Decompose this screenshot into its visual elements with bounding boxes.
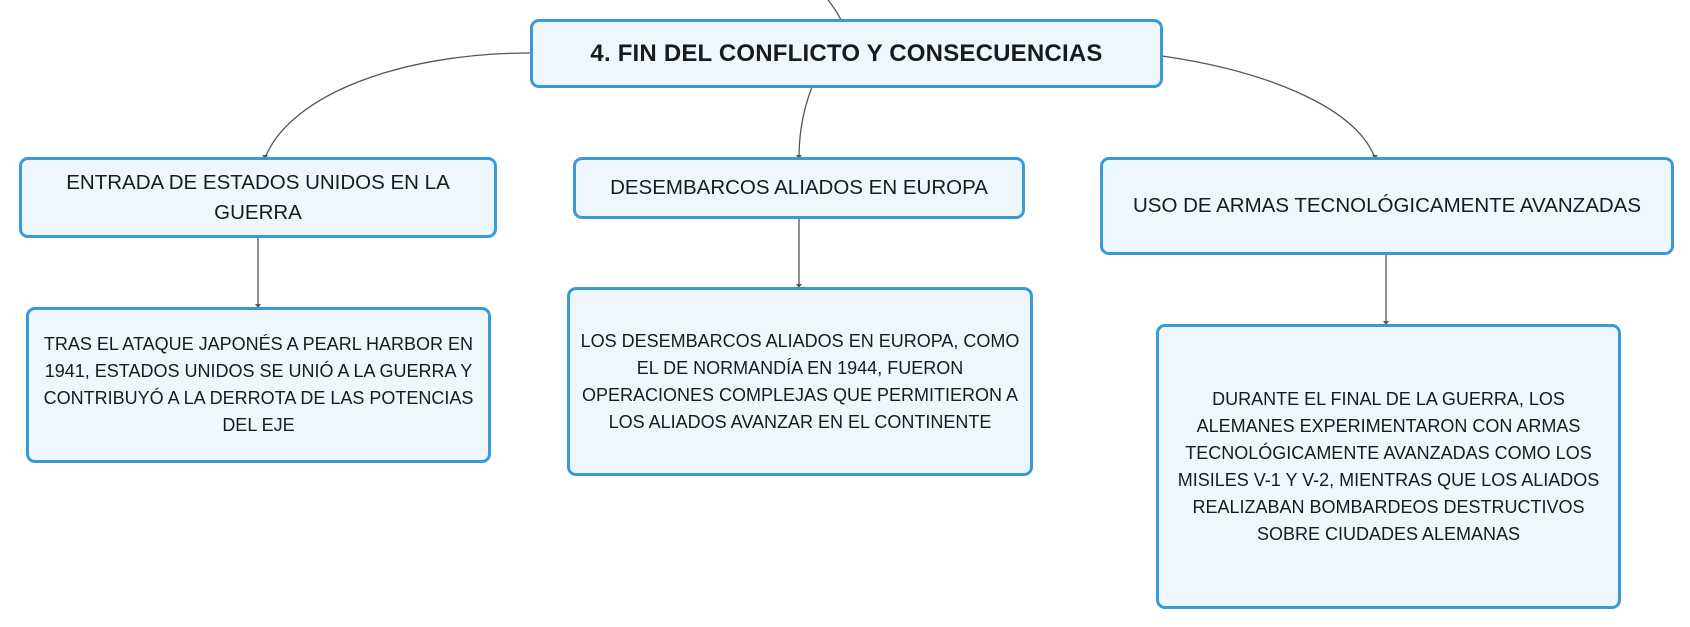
detail-text-3: DURANTE EL FINAL DE LA GUERRA, LOS ALEMA… [1177,388,1600,544]
connector-root-to-branch-2 [798,86,813,159]
branch-node-1[interactable]: ENTRADA DE ESTADOS UNIDOS EN LA GUERRA [19,157,497,238]
branch-label-1: ENTRADA DE ESTADOS UNIDOS EN LA GUERRA [66,170,450,224]
branch-node-3[interactable]: USO DE ARMAS TECNOLÓGICAMENTE AVANZADAS [1100,157,1674,255]
root-label: 4. FIN DEL CONFLICTO Y CONSECUENCIAS [590,39,1103,67]
root-node[interactable]: 4. FIN DEL CONFLICTO Y CONSECUENCIAS [530,19,1163,88]
detail-node-2[interactable]: LOS DESEMBARCOS ALIADOS EN EUROPA, COMO … [567,287,1033,476]
connector-arrowhead-4 [255,304,261,308]
connector-arrowhead-6 [1383,321,1389,325]
branch-label-2: DESEMBARCOS ALIADOS EN EUROPA [610,176,988,199]
detail-text-2: LOS DESEMBARCOS ALIADOS EN EUROPA, COMO … [580,330,1020,432]
detail-text-1: TRAS EL ATAQUE JAPONÉS A PEARL HARBOR EN… [43,334,474,435]
detail-node-1[interactable]: TRAS EL ATAQUE JAPONÉS A PEARL HARBOR EN… [26,307,491,463]
connector-root-to-branch-3 [1161,55,1376,159]
branch-node-2[interactable]: DESEMBARCOS ALIADOS EN EUROPA [573,157,1025,219]
connector-root-to-branch-1 [264,52,531,159]
connector-arrowhead-5 [796,284,802,288]
branch-label-3: USO DE ARMAS TECNOLÓGICAMENTE AVANZADAS [1132,194,1642,217]
detail-node-3[interactable]: DURANTE EL FINAL DE LA GUERRA, LOS ALEMA… [1156,324,1621,609]
connector-from-parent [827,0,842,21]
